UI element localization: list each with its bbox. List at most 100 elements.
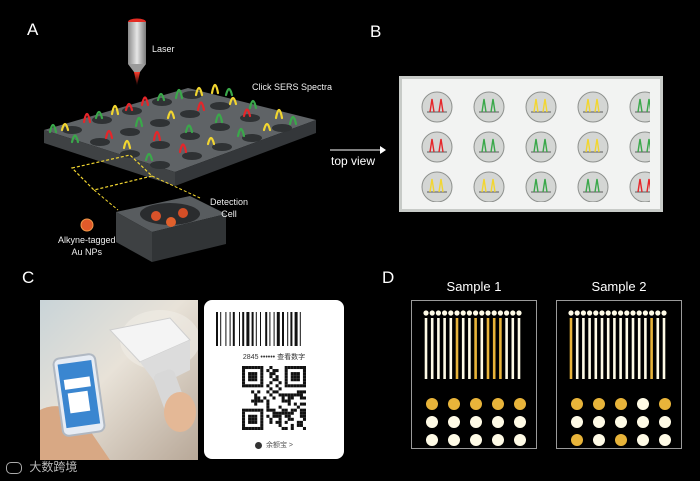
spectrum-peak xyxy=(481,138,496,153)
brand-icon xyxy=(255,441,262,449)
line-head-dot xyxy=(624,310,630,316)
readout-dot xyxy=(659,398,671,410)
readout-dot xyxy=(637,434,649,446)
line-head-dot xyxy=(605,310,611,316)
panel-b-letter: B xyxy=(370,22,382,41)
readout-dot xyxy=(615,434,627,446)
line-head-dot xyxy=(460,310,466,316)
well xyxy=(629,131,661,163)
line-head-dot xyxy=(491,310,497,316)
readout-dot xyxy=(492,434,504,446)
line-head-dot xyxy=(497,310,503,316)
line-head-dot xyxy=(618,310,624,316)
line-head-dot xyxy=(630,310,636,316)
readout-dot xyxy=(571,398,583,410)
detection-label-line1: Detection xyxy=(210,197,249,207)
line-head-dot xyxy=(504,310,510,316)
spectrum-peak xyxy=(429,98,444,113)
readout-dot xyxy=(615,416,627,428)
well xyxy=(525,91,557,123)
well xyxy=(473,131,505,163)
readout-dot xyxy=(571,434,583,446)
well xyxy=(629,91,661,123)
spectrum-peak xyxy=(481,98,496,113)
line-head-dot xyxy=(442,310,448,316)
sample-1-card xyxy=(411,300,537,449)
brand-text: 余额宝 > xyxy=(265,442,293,449)
line-head-dot xyxy=(479,310,485,316)
readout-dot xyxy=(514,434,526,446)
detection-plate xyxy=(44,88,316,186)
line-head-dot xyxy=(599,310,605,316)
readout-dot xyxy=(470,416,482,428)
readout-dot xyxy=(593,398,605,410)
brand-label: 余额宝 > xyxy=(204,440,344,450)
readout-dot xyxy=(593,416,605,428)
line-head-dot xyxy=(574,310,580,316)
scanner-illustration xyxy=(40,310,198,460)
watermark: 大数跨境 xyxy=(6,458,77,475)
spectrum-peak xyxy=(533,98,548,113)
well xyxy=(473,171,505,203)
watermark-text: 大数跨境 xyxy=(29,460,78,474)
sample-2-card xyxy=(556,300,682,449)
spectrum-peak xyxy=(429,138,444,153)
line-head-dot xyxy=(587,310,593,316)
well xyxy=(577,91,609,123)
top-view-panel xyxy=(399,76,663,212)
detection-cell xyxy=(116,196,226,262)
well xyxy=(421,91,453,123)
readout-dot xyxy=(492,398,504,410)
nps-label-line1: Alkyne-tagged xyxy=(58,235,116,245)
readout-dot xyxy=(448,434,460,446)
line-head-dot xyxy=(485,310,491,316)
spectra-label: Click SERS Spectra xyxy=(252,82,333,92)
sers-plate-diagram xyxy=(44,18,316,262)
line-head-dot xyxy=(636,310,642,316)
spectrum-peak xyxy=(533,138,548,153)
readout-dot xyxy=(448,398,460,410)
laser-label: Laser xyxy=(152,44,175,54)
barcode-card: 2845 •••••• 查看数字 余额宝 > xyxy=(204,300,344,459)
well xyxy=(525,171,557,203)
line-head-dot xyxy=(580,310,586,316)
line-head-dot xyxy=(435,310,441,316)
zoom-highlight xyxy=(70,154,201,211)
panel-d-letter: D xyxy=(382,268,395,287)
readout-dot xyxy=(426,398,438,410)
nps-label: Alkyne-tagged Au NPs xyxy=(58,234,116,258)
readout-dot xyxy=(659,434,671,446)
readout-dot xyxy=(637,416,649,428)
nps-label-line2: Au NPs xyxy=(71,247,103,257)
barcode-number: 2845 •••••• 查看数字 xyxy=(242,354,306,361)
sample-1-title: Sample 1 xyxy=(446,279,502,294)
au-np-icon xyxy=(80,218,94,232)
line-head-dot xyxy=(429,310,435,316)
line-head-dot xyxy=(611,310,617,316)
line-head-dot xyxy=(466,310,472,316)
top-view-label: top view xyxy=(331,154,376,168)
spectrum-peak xyxy=(533,178,548,193)
well xyxy=(577,171,609,203)
readout-dot xyxy=(659,416,671,428)
spectrum-peak xyxy=(429,178,444,193)
well-grid xyxy=(420,90,661,207)
well xyxy=(421,131,453,163)
well xyxy=(629,171,661,203)
line-head-dot xyxy=(649,310,655,316)
line-head-dot xyxy=(423,310,429,316)
readout-dot xyxy=(593,434,605,446)
sers-spectra-peaks xyxy=(48,83,298,162)
line-head-dot xyxy=(568,310,574,316)
well xyxy=(421,171,453,203)
line-head-dot xyxy=(661,310,667,316)
line-head-dot xyxy=(448,310,454,316)
scanner-photo xyxy=(40,300,198,460)
line-head-dot xyxy=(473,310,479,316)
barcode xyxy=(216,312,332,346)
well xyxy=(525,131,557,163)
readout-dot xyxy=(426,416,438,428)
readout-dot xyxy=(615,398,627,410)
readout-dot xyxy=(571,416,583,428)
line-head-dot xyxy=(642,310,648,316)
